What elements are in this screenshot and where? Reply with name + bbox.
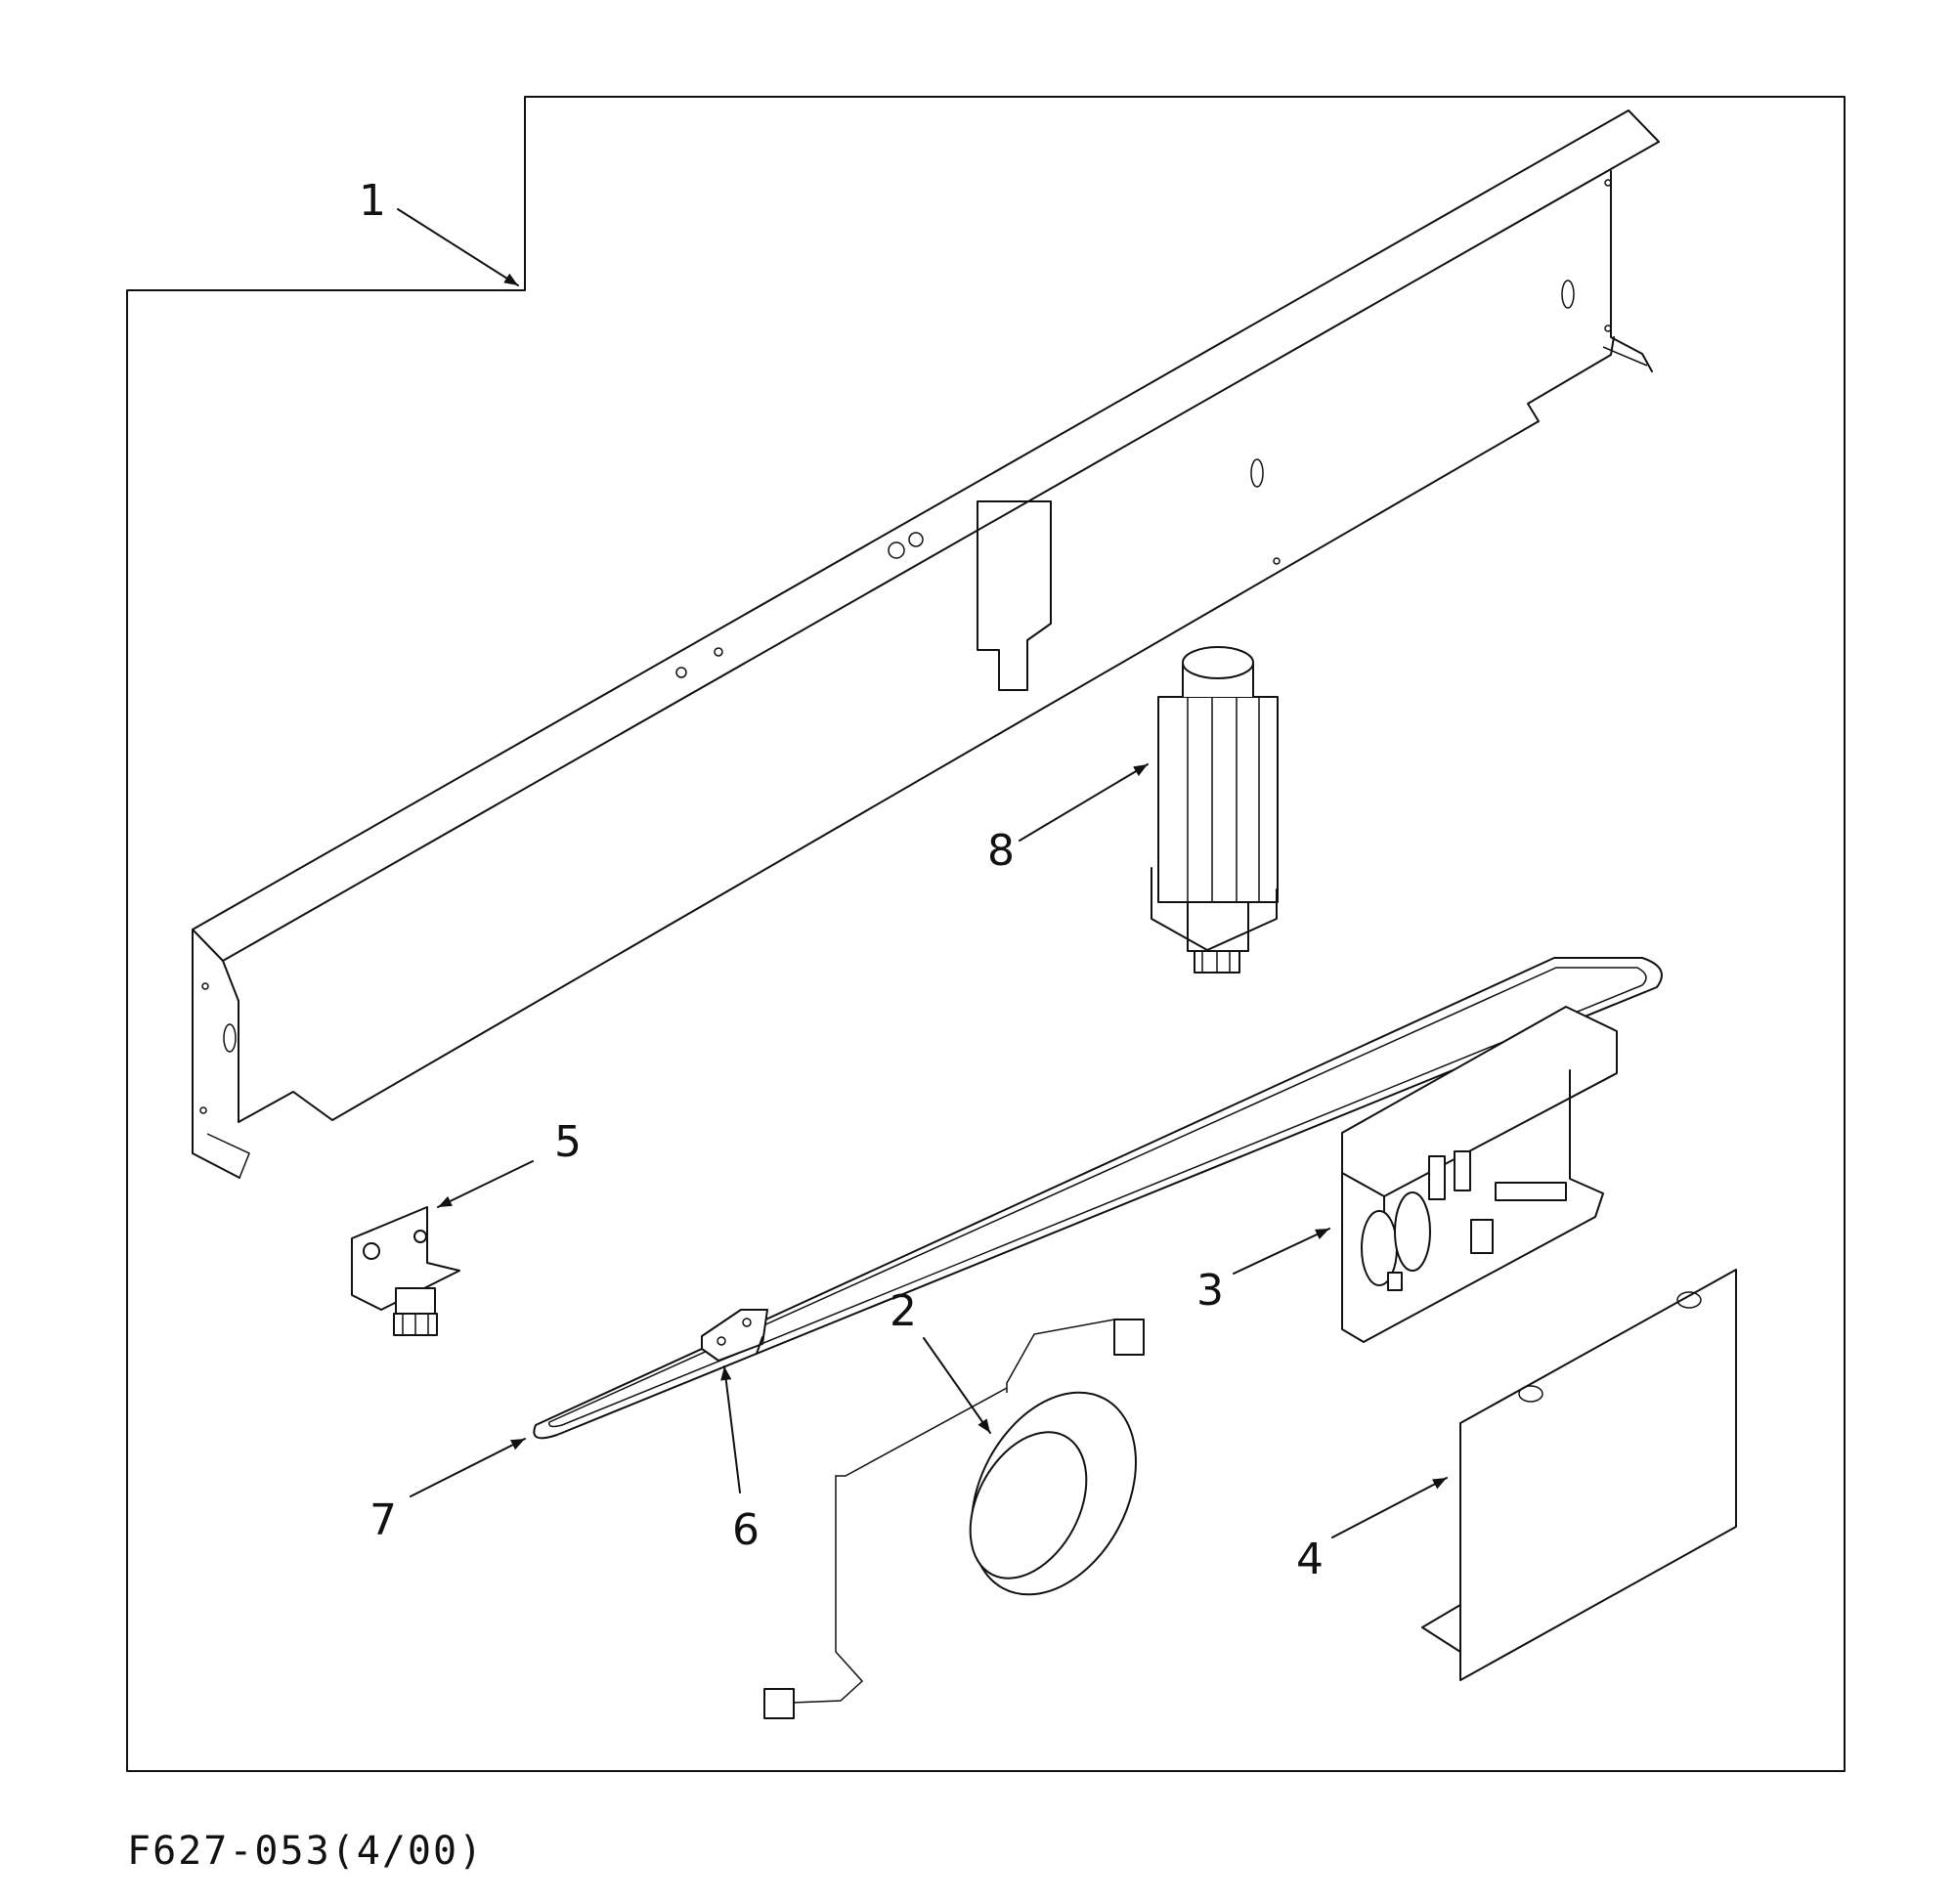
leader-3: [1233, 1228, 1330, 1275]
part-8-motor: [1151, 646, 1279, 974]
part-2-sensor: [763, 1319, 1145, 1719]
callout-5: 5: [554, 1117, 582, 1167]
leader-6: [720, 1365, 741, 1493]
callout-labels: 1 2 3 4 5 6 7 8: [359, 176, 1324, 1584]
part-3-control-board: [1341, 1006, 1618, 1343]
callout-6: 6: [732, 1505, 760, 1555]
leader-8: [1019, 763, 1149, 842]
callout-7: 7: [369, 1495, 397, 1545]
callout-1: 1: [359, 176, 386, 226]
assembly-boundary: [126, 96, 1846, 1772]
callout-3: 3: [1196, 1266, 1224, 1316]
callout-8: 8: [987, 826, 1015, 876]
leader-2: [923, 1337, 991, 1434]
callout-2: 2: [890, 1286, 917, 1336]
leader-7: [410, 1438, 526, 1497]
part-7-belt: [533, 957, 1663, 1440]
part-6-belt-clamp: [701, 1309, 768, 1362]
leader-lines: [397, 208, 1448, 1538]
part-4-cover: [1421, 1269, 1737, 1681]
leader-5: [437, 1160, 534, 1208]
callout-4: 4: [1296, 1535, 1324, 1584]
leader-1: [397, 208, 519, 286]
part-5-idler-bracket: [351, 1206, 460, 1336]
part-1-side-rail: [192, 109, 1660, 1179]
figure-id: F627-053(4/00): [127, 1829, 484, 1874]
leader-4: [1331, 1477, 1448, 1538]
